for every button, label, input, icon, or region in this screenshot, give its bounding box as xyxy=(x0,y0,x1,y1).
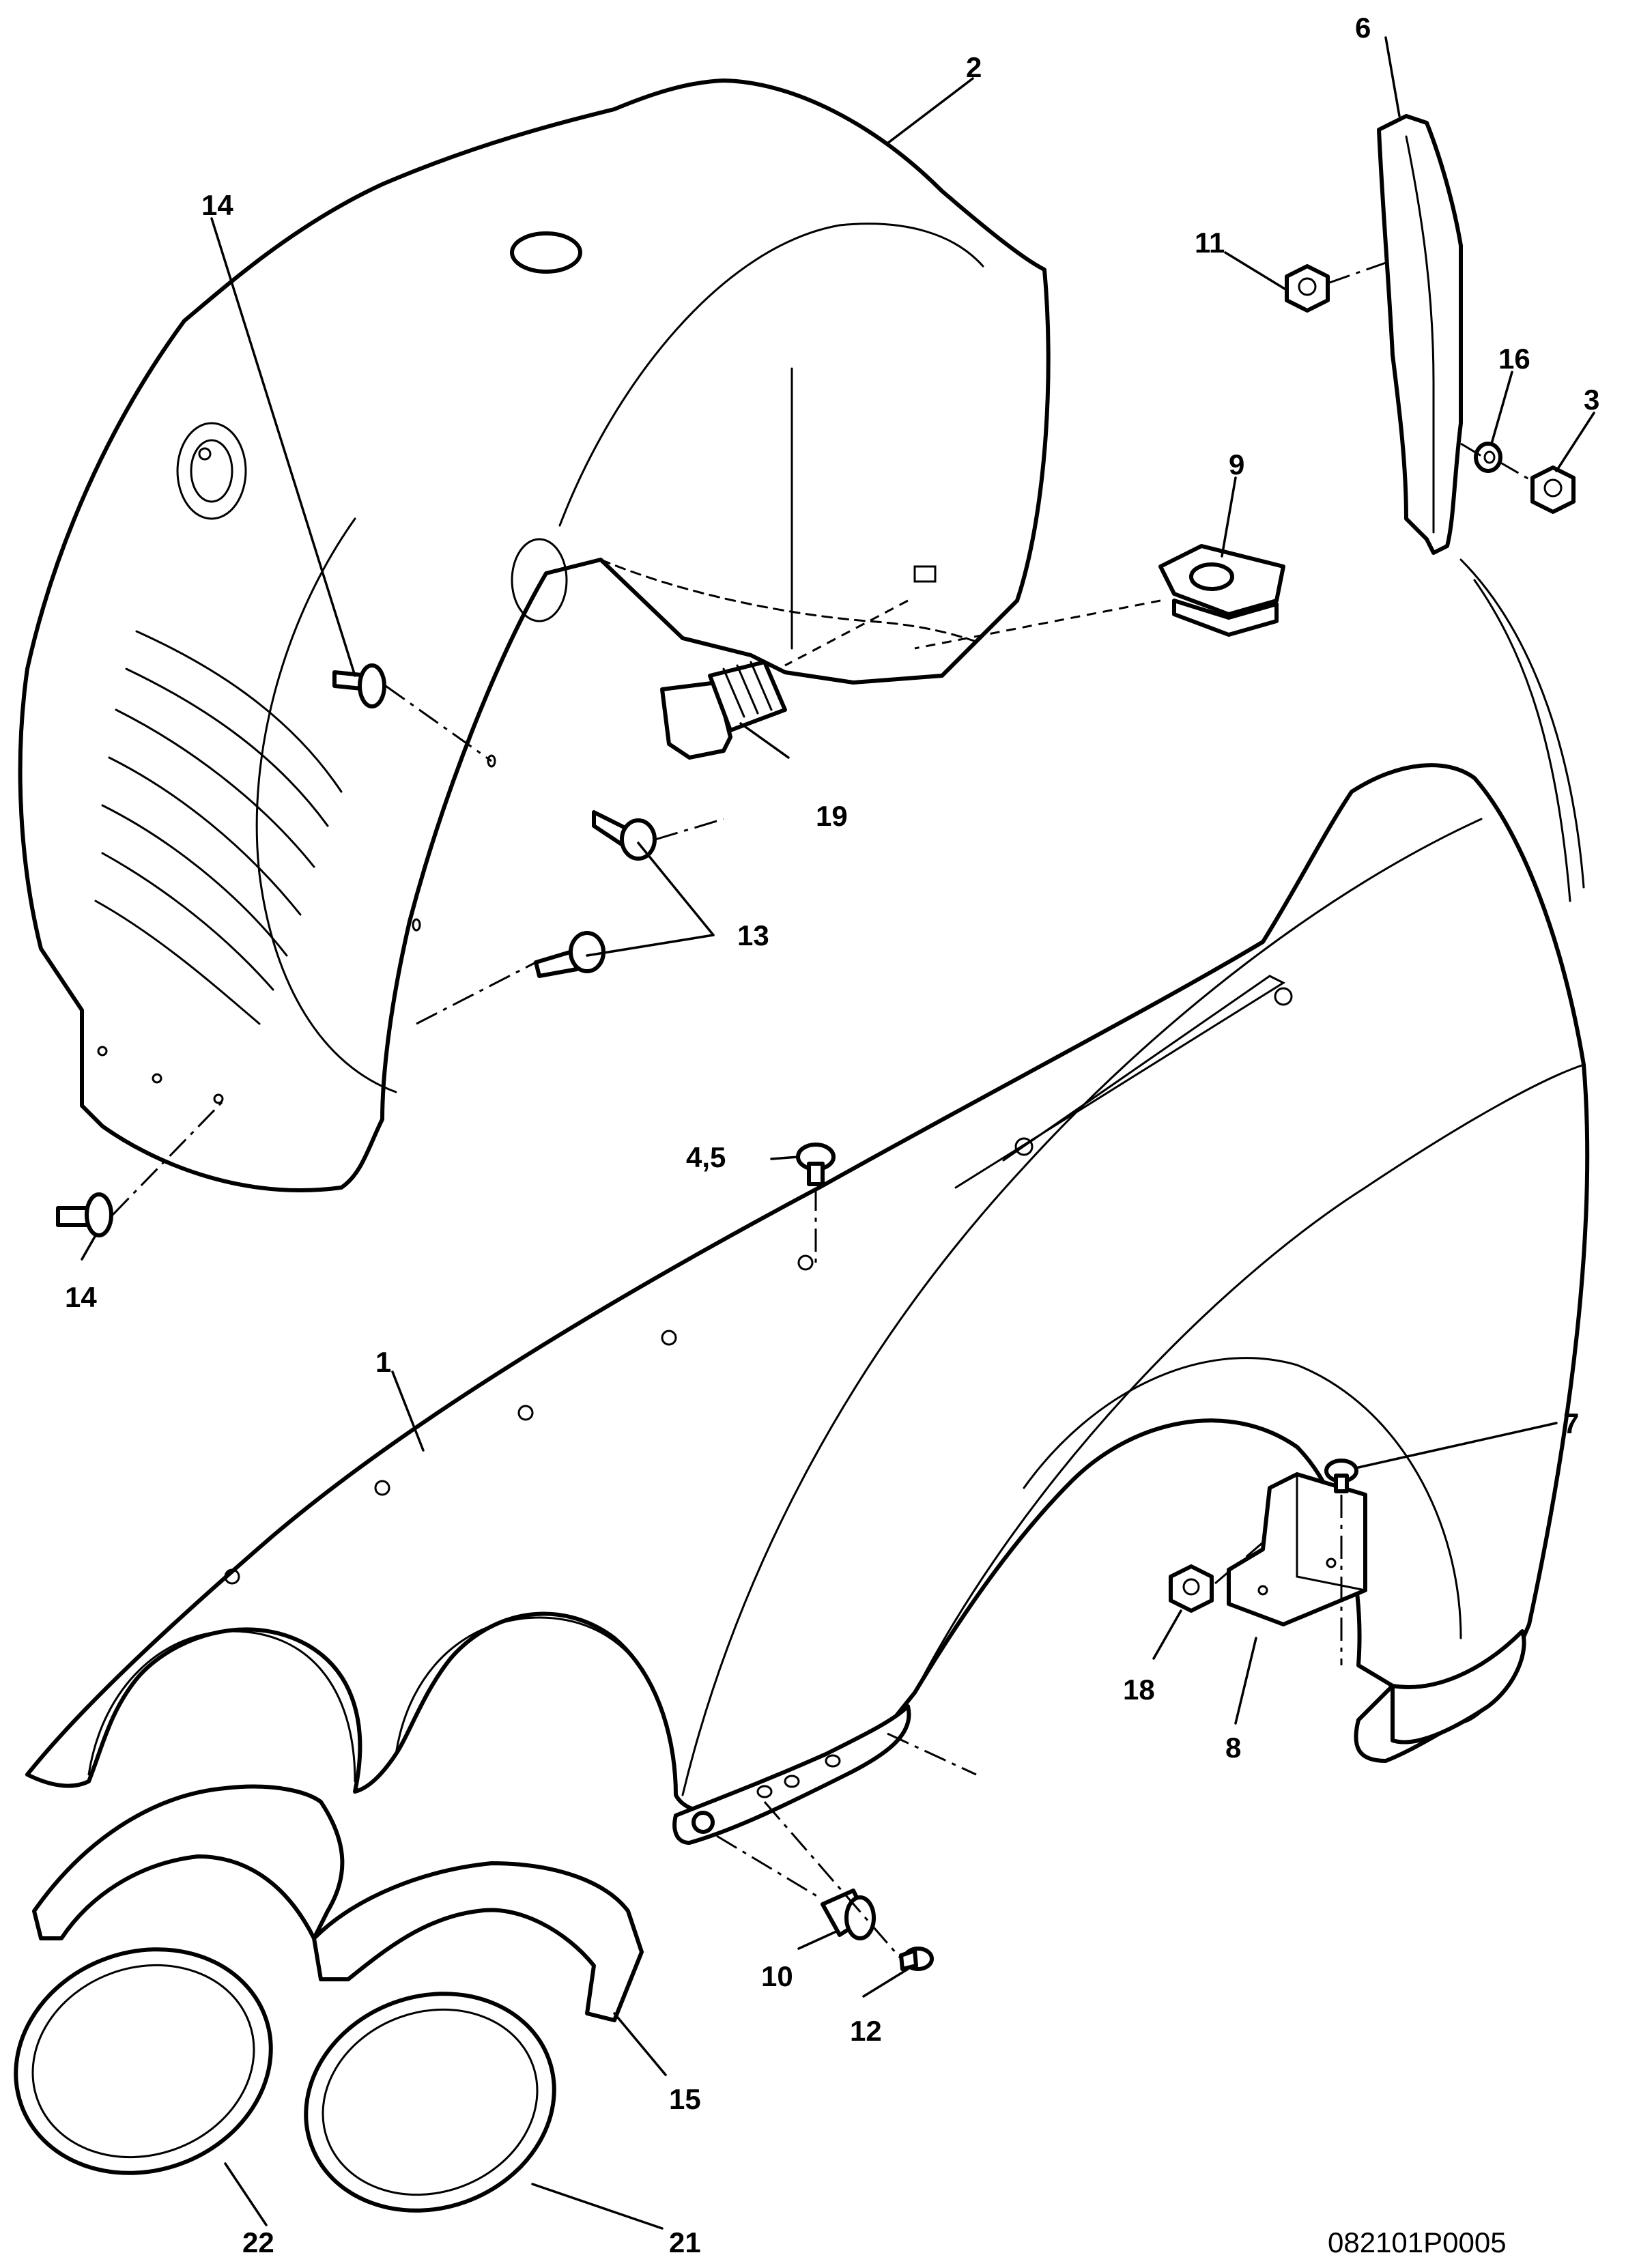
callout-labels: 2 6 11 16 3 9 19 14 13 14 4,5 1 7 18 8 1… xyxy=(65,12,1599,2258)
nut-10 xyxy=(1285,264,1330,313)
assembly-lines xyxy=(111,261,1585,1960)
leader-lines xyxy=(81,36,1595,2230)
rivet-11 xyxy=(821,1889,876,1940)
mounting-bracket xyxy=(1227,1472,1367,1626)
callout-3: 3 xyxy=(1584,384,1599,416)
callout-19: 19 xyxy=(816,800,848,832)
screw-4-5 xyxy=(796,1143,836,1186)
retaining-clip xyxy=(660,660,787,760)
screw-13-lower xyxy=(534,931,605,978)
trim-ring-small xyxy=(304,1992,556,2213)
callout-9: 9 xyxy=(1229,448,1244,480)
nut-18 xyxy=(1169,1564,1214,1613)
callout-21: 21 xyxy=(669,2226,701,2258)
trim-ring-large xyxy=(14,1947,273,2175)
speed-clip xyxy=(1158,544,1285,637)
washer-16 xyxy=(1474,442,1502,473)
callout-22: 22 xyxy=(242,2226,274,2258)
callout-14-upper: 14 xyxy=(201,189,233,221)
push-pin-14-lower xyxy=(56,1192,113,1237)
callout-4-5: 4,5 xyxy=(686,1141,726,1173)
arch-trim-segment xyxy=(32,1784,644,2022)
callout-1: 1 xyxy=(375,1346,391,1378)
callout-11: 10 xyxy=(761,1960,793,1992)
callout-16: 16 xyxy=(1498,343,1530,375)
seal-strip xyxy=(1377,114,1463,555)
callout-8: 8 xyxy=(1225,1732,1241,1764)
callout-6: 6 xyxy=(1355,12,1371,44)
nut-3 xyxy=(1530,465,1576,514)
callout-10: 11 xyxy=(1195,227,1225,259)
callout-14-lower: 14 xyxy=(65,1281,97,1313)
wheel-arch-liner xyxy=(18,78,1051,1192)
callout-15: 15 xyxy=(669,2083,701,2115)
callout-2: 2 xyxy=(966,51,982,83)
callout-13: 13 xyxy=(737,919,769,951)
screw-12 xyxy=(899,1947,934,1971)
push-pin-14-upper xyxy=(332,663,386,708)
screw-13-upper xyxy=(592,810,657,861)
callout-7: 7 xyxy=(1563,1407,1579,1439)
screw-7 xyxy=(1324,1459,1358,1493)
front-wing-panel xyxy=(25,763,1590,1845)
callout-12: 12 xyxy=(850,2015,882,2047)
callout-18: 18 xyxy=(1123,1674,1155,1706)
drawing-code: 082101P0005 xyxy=(1328,2226,1507,2258)
